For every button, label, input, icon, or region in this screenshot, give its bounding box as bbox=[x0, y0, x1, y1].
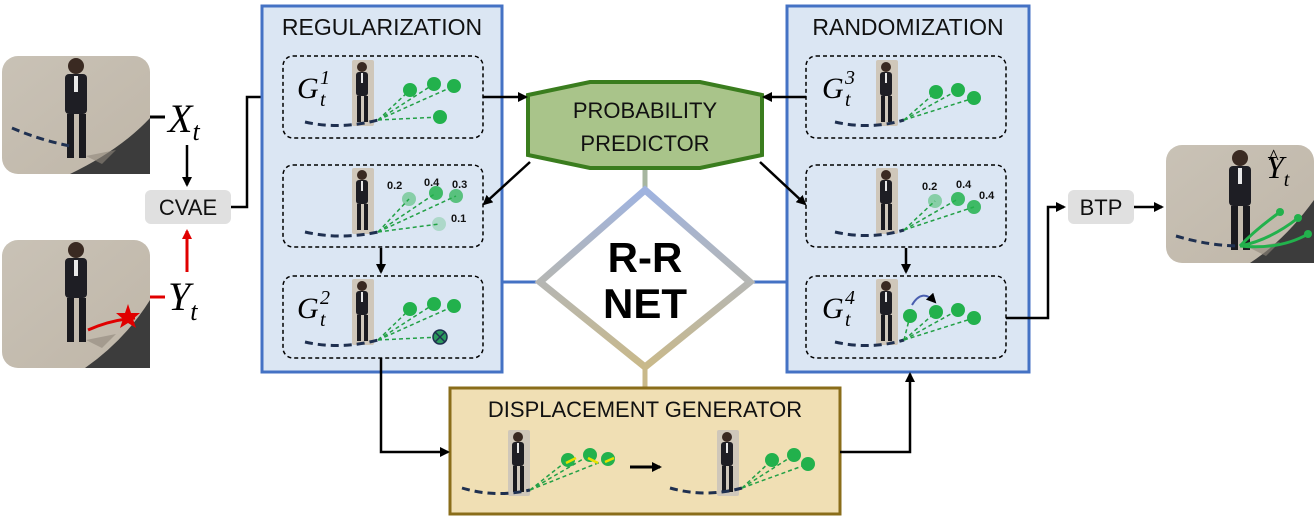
x-label: Xt bbox=[166, 96, 200, 146]
svg-text:t: t bbox=[845, 309, 851, 331]
svg-text:G: G bbox=[297, 292, 319, 325]
rr-net-diamond: R-R NET bbox=[502, 170, 787, 388]
svg-text:0.2: 0.2 bbox=[387, 180, 402, 192]
svg-text:0.1: 0.1 bbox=[451, 213, 466, 225]
svg-text:BTP: BTP bbox=[1080, 195, 1123, 220]
svg-text:^: ^ bbox=[1268, 144, 1279, 169]
y-label: Yt bbox=[168, 274, 198, 326]
svg-text:G: G bbox=[822, 72, 844, 105]
g4-box: G 4 t bbox=[805, 275, 1007, 359]
cvae-box: CVAE bbox=[145, 190, 231, 224]
target-star-icon bbox=[116, 304, 140, 328]
svg-text:0.4: 0.4 bbox=[956, 179, 972, 191]
probability-predictor: PROBABILITY PREDICTOR bbox=[526, 80, 764, 170]
g3-box: G 3 t bbox=[805, 55, 1007, 139]
btp-box: BTP bbox=[1068, 190, 1134, 224]
svg-text:CVAE: CVAE bbox=[159, 195, 217, 220]
input-photo-y bbox=[2, 240, 150, 368]
output-photo: Yt ^ bbox=[1166, 144, 1314, 263]
svg-text:NET: NET bbox=[603, 280, 687, 327]
svg-text:PROBABILITY: PROBABILITY bbox=[573, 98, 718, 123]
reg-probability-box: 0.2 0.4 0.3 0.1 bbox=[282, 164, 484, 248]
svg-text:4: 4 bbox=[845, 287, 855, 309]
svg-text:1: 1 bbox=[320, 67, 330, 89]
svg-text:0.3: 0.3 bbox=[452, 179, 467, 191]
svg-text:t: t bbox=[845, 89, 851, 111]
rand-probability-box: 0.2 0.4 0.4 bbox=[805, 164, 1007, 248]
g2-box: G 2 t bbox=[282, 275, 484, 359]
svg-text:t: t bbox=[320, 309, 326, 331]
svg-text:G: G bbox=[822, 292, 844, 325]
input-photo-x bbox=[2, 56, 150, 174]
output-label: Yt bbox=[1266, 149, 1290, 191]
svg-text:0.4: 0.4 bbox=[424, 177, 440, 189]
displacement-generator: DISPLACEMENT GENERATOR bbox=[448, 386, 842, 516]
svg-text:2: 2 bbox=[320, 287, 330, 309]
svg-text:t: t bbox=[320, 89, 326, 111]
svg-text:PREDICTOR: PREDICTOR bbox=[580, 131, 709, 156]
svg-text:0.2: 0.2 bbox=[922, 181, 937, 193]
randomization-title: RANDOMIZATION bbox=[812, 14, 1003, 40]
svg-text:DISPLACEMENT GENERATOR: DISPLACEMENT GENERATOR bbox=[488, 397, 802, 422]
svg-text:G: G bbox=[297, 72, 319, 105]
svg-text:0.4: 0.4 bbox=[979, 190, 995, 202]
regularization-title: REGULARIZATION bbox=[282, 14, 482, 40]
svg-text:R-R: R-R bbox=[608, 234, 683, 281]
g1-box: G 1 t bbox=[282, 55, 484, 139]
svg-text:3: 3 bbox=[844, 67, 855, 89]
